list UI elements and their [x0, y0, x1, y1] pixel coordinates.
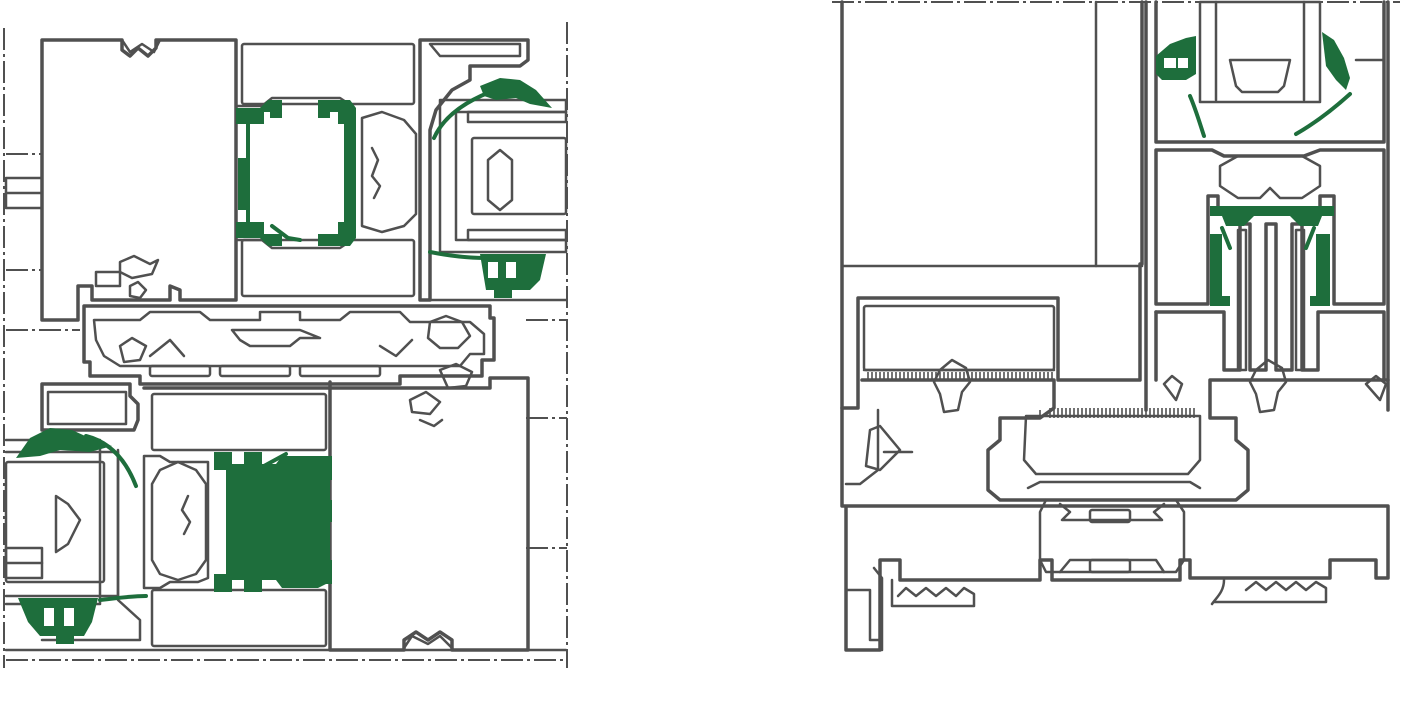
window-section-drawing — [3, 22, 568, 668]
threshold-track — [840, 358, 1390, 652]
centre-transom — [82, 304, 496, 390]
threshold-brush-seal — [867, 372, 1053, 380]
lower-sash-frame — [4, 376, 568, 652]
track-brush-seal — [1049, 408, 1195, 418]
door-threshold-section-drawing — [832, 0, 1400, 652]
left-boundary-lines — [3, 22, 568, 668]
upper-thermal-break — [236, 78, 552, 298]
left-glass-top — [4, 176, 44, 210]
lower-thermal-break — [16, 428, 332, 644]
fixed-leaf — [840, 0, 1144, 410]
right-gaskets — [1156, 32, 1352, 306]
